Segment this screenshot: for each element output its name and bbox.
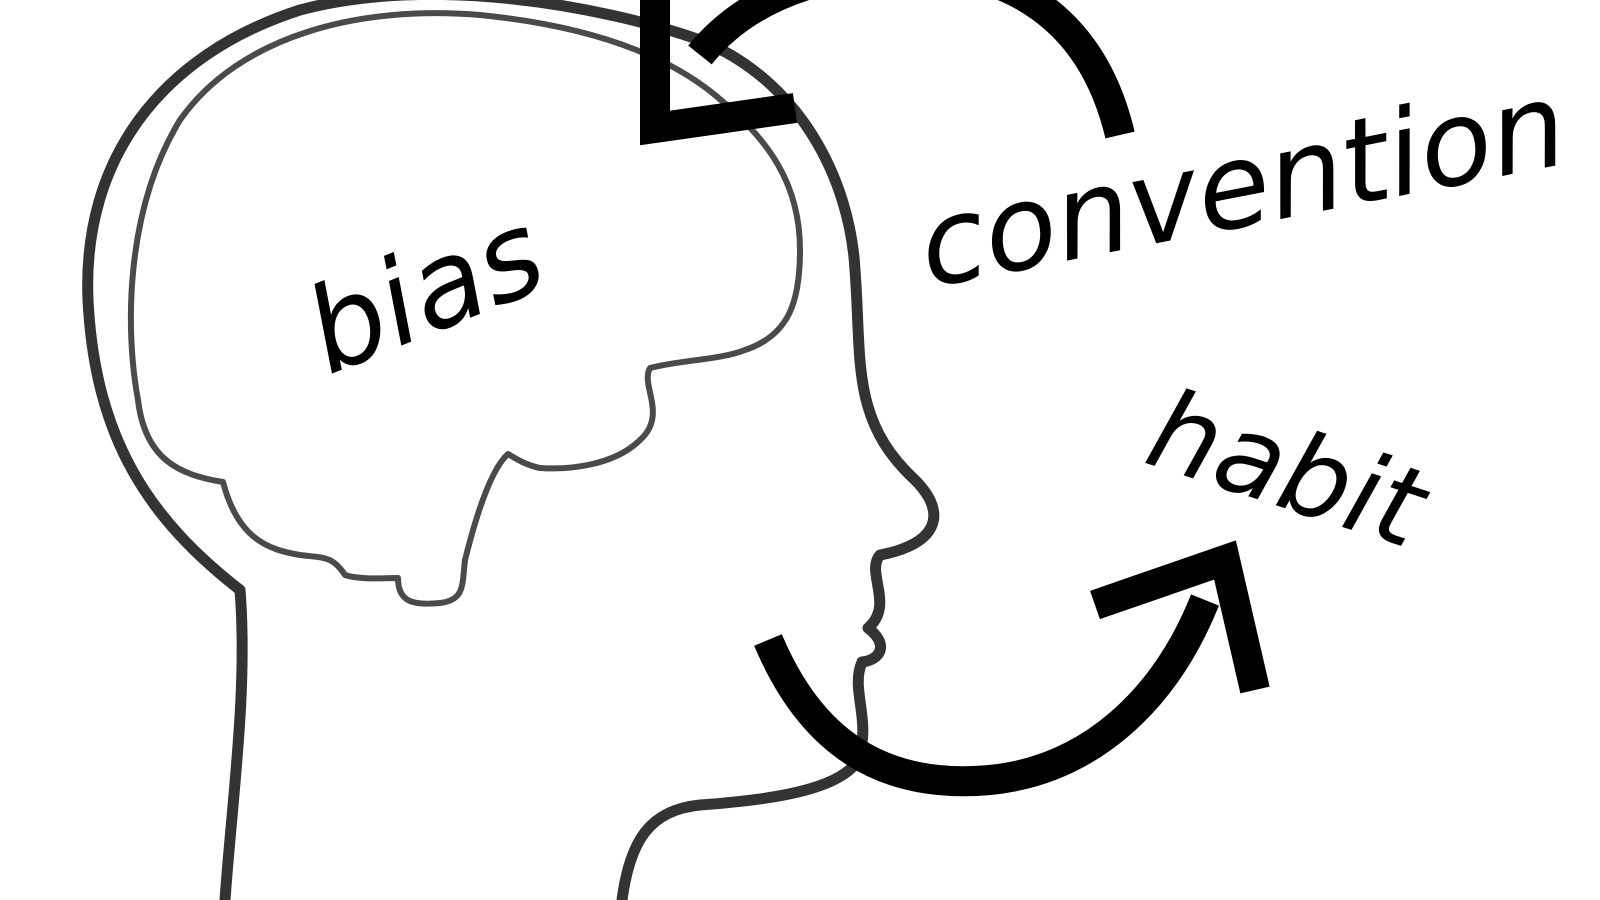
word-habit: habit — [1134, 365, 1444, 575]
top-arrow-icon — [640, 0, 1135, 146]
brain-icon — [127, 10, 803, 607]
word-convention: convention — [907, 55, 1576, 315]
word-bias: bias — [287, 183, 563, 401]
bottom-arrow-icon — [754, 540, 1270, 797]
head-profile-icon — [82, 0, 940, 900]
